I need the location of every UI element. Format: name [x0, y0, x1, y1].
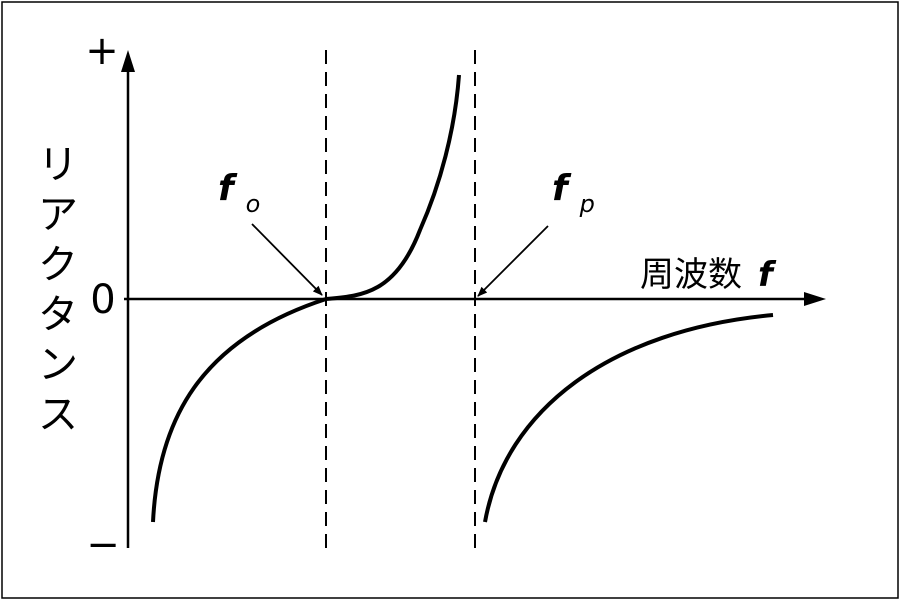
y-minus-label: −	[86, 522, 120, 568]
y-axis-label-char: タ	[38, 292, 78, 338]
y-axis-label-char: ス	[38, 392, 78, 438]
fo-label-main: f	[218, 168, 238, 209]
fp-label-main: f	[552, 168, 572, 209]
y-axis-label-char: リ	[38, 142, 78, 188]
reactance-curve-right	[483, 313, 774, 523]
fo-label-sub: o	[246, 190, 261, 218]
fp-pointer-arrow	[477, 225, 549, 297]
y-axis-label-char: ン	[38, 342, 78, 388]
x-axis-label: 周波数 f	[640, 255, 777, 295]
y-plus-label: +	[85, 28, 119, 74]
x-axis-arrowhead	[804, 292, 826, 306]
y-zero-label: 0	[90, 277, 115, 323]
x-axis-label-text: 周波数	[640, 255, 742, 295]
x-axis-label-symbol: f	[758, 255, 777, 295]
fp-label-sub: p	[579, 190, 595, 218]
reactance-curve-left	[151, 74, 461, 523]
y-axis-label-char: ア	[38, 192, 78, 238]
y-axis-arrowhead	[121, 50, 135, 72]
y-axis-label-char: ク	[38, 242, 78, 288]
fo-pointer-arrow	[251, 223, 323, 296]
